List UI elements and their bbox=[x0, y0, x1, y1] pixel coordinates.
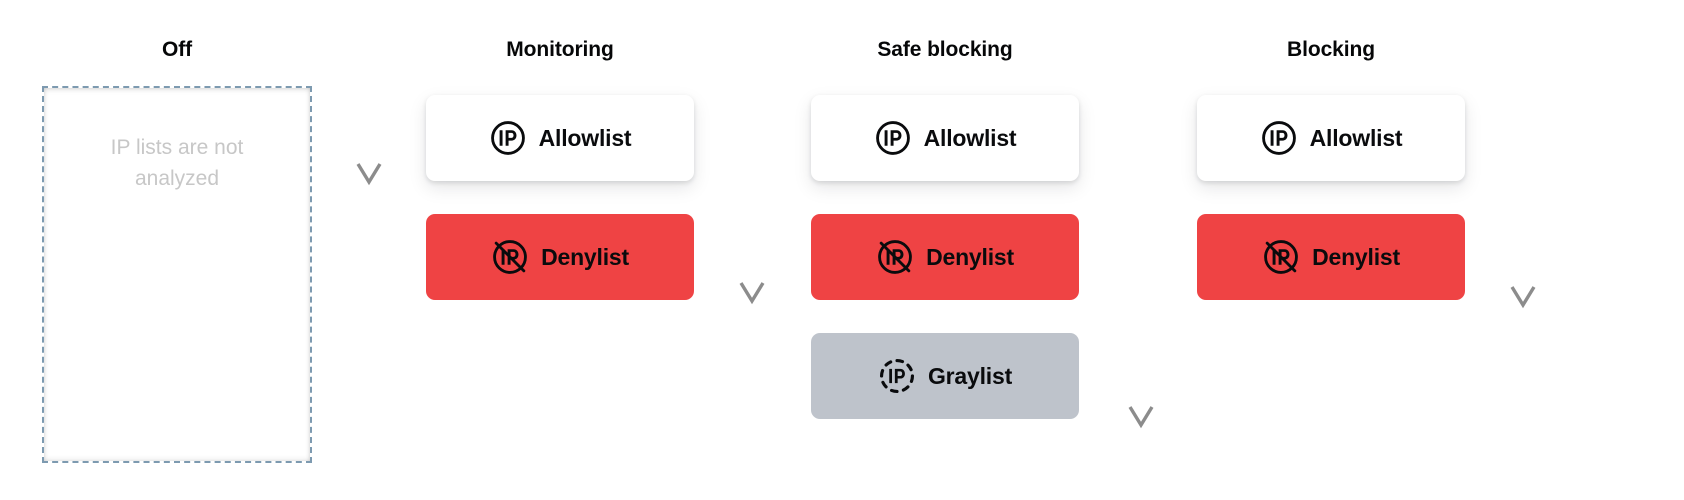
card-denylist-blocking[interactable]: Denylist bbox=[1197, 214, 1465, 300]
card-label: Allowlist bbox=[923, 124, 1017, 151]
ip-circle-icon bbox=[875, 121, 910, 155]
card-label: Graylist bbox=[927, 362, 1013, 389]
ip-circle-icon bbox=[1261, 121, 1296, 155]
card-label: Denylist bbox=[926, 243, 1014, 270]
empty-placeholder-text: IP lists are not analyzed bbox=[110, 136, 244, 191]
column-title-monitoring: Monitoring bbox=[506, 38, 614, 61]
card-denylist-monitoring[interactable]: Denylist bbox=[426, 214, 694, 300]
column-title-safe-blocking: Safe blocking bbox=[877, 38, 1013, 61]
ip-circle-slash-icon bbox=[493, 240, 527, 274]
card-allowlist-safe-blocking[interactable]: Allowlist bbox=[811, 95, 1079, 181]
card-denylist-safe-blocking[interactable]: Denylist bbox=[811, 214, 1079, 300]
card-allowlist-monitoring[interactable]: Allowlist bbox=[426, 95, 694, 181]
card-label: Allowlist bbox=[538, 124, 632, 151]
ip-circle-slash-icon bbox=[878, 240, 912, 274]
column-title-off: Off bbox=[161, 38, 193, 61]
ip-lists-empty-placeholder: IP lists are not analyzed bbox=[42, 86, 312, 463]
ip-circle-icon bbox=[490, 121, 525, 155]
ip-circle-dashed-icon bbox=[879, 358, 914, 394]
card-label: Allowlist bbox=[1309, 124, 1403, 151]
card-allowlist-blocking[interactable]: Allowlist bbox=[1197, 95, 1465, 181]
card-graylist-safe-blocking[interactable]: Graylist bbox=[811, 333, 1079, 419]
arrow-off-to-monitoring bbox=[356, 88, 382, 186]
ip-circle-slash-icon bbox=[1264, 240, 1298, 274]
card-label: Denylist bbox=[541, 243, 629, 270]
card-label: Denylist bbox=[1312, 243, 1400, 270]
arrow-monitoring-to-safe-blocking bbox=[739, 88, 765, 305]
arrow-blocking-out bbox=[1510, 88, 1536, 309]
column-title-blocking: Blocking bbox=[1287, 38, 1375, 61]
arrow-safe-blocking-to-blocking bbox=[1128, 88, 1154, 429]
